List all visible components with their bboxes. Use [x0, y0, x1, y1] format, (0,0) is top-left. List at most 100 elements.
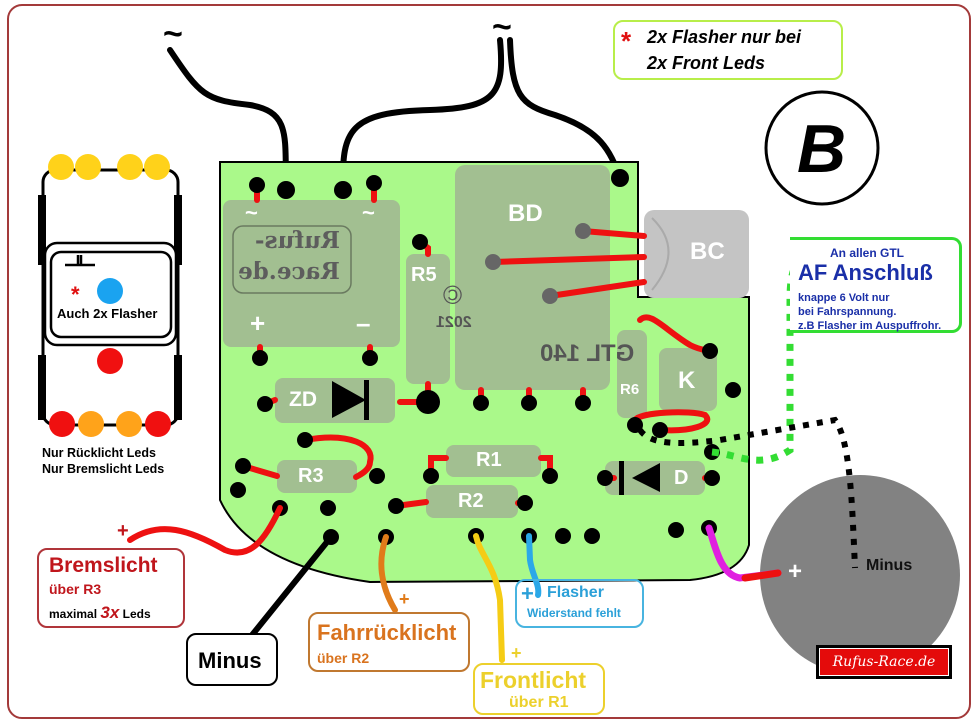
af-desc3: z.B Flasher im Auspuffrohr.	[798, 320, 942, 332]
bremslicht-max-count: 3x	[100, 603, 120, 622]
fahrruecklicht-box: Fahrrücklicht über R2	[308, 612, 470, 672]
frontlicht-box: Frontlicht über R1	[473, 663, 605, 715]
copyright-icon: ©	[443, 280, 463, 310]
flasher-led	[97, 278, 123, 304]
car-flasher-star: *	[71, 282, 80, 307]
tail-led	[116, 411, 142, 437]
bremslicht-plus: +	[117, 520, 129, 542]
ac-wire-right-b	[507, 37, 623, 181]
af-line1: An allen GTL	[830, 246, 905, 260]
badge-circle	[764, 90, 880, 206]
r6-resistor	[617, 330, 647, 418]
minus-wire	[237, 534, 334, 653]
pcb-model: GTL 140	[540, 340, 635, 367]
r2-resistor	[426, 485, 518, 518]
front-led	[48, 154, 74, 180]
bremslicht-max: maximal 3x Leds	[49, 603, 151, 622]
tail-led	[78, 411, 104, 437]
brand-logo-text: Rufus-Race.de	[832, 654, 936, 670]
car-flasher-label: Auch 2x Flasher	[57, 306, 158, 321]
frontlicht-title: Frontlicht	[480, 667, 587, 693]
fahrruecklicht-wire	[378, 534, 398, 613]
car-wheel	[38, 355, 46, 420]
bd-transistor	[455, 165, 610, 390]
af-title: AF Anschluß	[798, 260, 933, 285]
r3-label: R3	[298, 465, 324, 487]
af-connection-box: An allen GTL AF Anschluß knappe 6 Volt n…	[790, 237, 962, 333]
bremslicht-title: Bremslicht	[49, 554, 158, 577]
r1-resistor	[446, 445, 541, 477]
front-led	[117, 154, 143, 180]
frontlicht-sub: über R1	[509, 694, 569, 711]
motor	[760, 475, 960, 675]
minus-box: Minus	[186, 633, 278, 686]
motor-plus: +	[788, 558, 803, 585]
rectifier-logo-line2: Race.de	[238, 258, 340, 285]
frontlicht-plus: +	[511, 643, 522, 663]
front-led	[144, 154, 170, 180]
solder-pads	[230, 169, 741, 545]
rectifier	[223, 200, 400, 347]
bremslicht-box: Bremslicht über R3 maximal 3x Leds	[37, 548, 185, 628]
r3-resistor	[277, 460, 357, 493]
bremslicht-wire	[127, 505, 283, 556]
rectifier-plus: +	[250, 308, 266, 338]
ac-symbol-right: ~	[492, 8, 512, 46]
car-wheel	[174, 355, 182, 420]
bc-outline	[651, 217, 670, 291]
pcb-year: 2021	[436, 314, 472, 331]
motor-plus-wire	[705, 524, 782, 582]
af-desc1: knappe 6 Volt nur	[798, 292, 890, 304]
r2-label: R2	[458, 490, 484, 512]
minus-label: Minus	[198, 648, 262, 673]
ac-wire-left	[167, 47, 289, 188]
fahrruecklicht-sub: über R2	[317, 650, 370, 666]
zener-symbol-icon	[332, 381, 366, 418]
car-caption-2: Nur Bremslicht Leds	[42, 462, 165, 476]
af-desc2: bei Fahrspannung.	[798, 306, 897, 318]
car-wheel	[174, 195, 182, 265]
bc-transistor	[644, 210, 749, 298]
rectifier-logo-frame	[232, 225, 352, 294]
brand-logo: Rufus-Race.de	[816, 645, 952, 679]
ac-symbol-left: ~	[163, 15, 183, 53]
brake-led	[49, 411, 75, 437]
ac-wire-right-a	[339, 37, 505, 188]
note-line2: 2x Front Leds	[647, 53, 766, 73]
car-diagram	[38, 154, 182, 437]
frontlicht-wire	[473, 533, 505, 663]
r1-label: R1	[476, 449, 502, 471]
flasher-note: * 2x Flasher nur bei 2x Front Leds	[613, 20, 843, 80]
motor-minus-wire	[637, 416, 858, 569]
ground-symbol-icon	[65, 255, 95, 267]
outer-frame	[7, 4, 971, 719]
rectifier-ac-right: ~	[362, 200, 375, 225]
bc-label: BC	[690, 238, 725, 265]
zd-label: ZD	[289, 388, 317, 411]
flasher-plus: +	[521, 581, 534, 606]
note-line1: 2x Flasher nur bei	[647, 27, 802, 47]
flasher-title: Flasher	[547, 584, 604, 601]
k-label: K	[678, 367, 696, 394]
r5-resistor	[406, 254, 450, 384]
k-capacitor	[659, 348, 717, 411]
rear-center-led	[97, 348, 123, 374]
badge-letter: B	[797, 111, 847, 187]
rectifier-logo-line1: Rufus-	[255, 227, 340, 254]
car-wheel	[38, 195, 46, 265]
rectifier-ac-left: ~	[245, 200, 258, 225]
brake-led	[145, 411, 171, 437]
rectifier-minus: –	[356, 308, 371, 338]
diode-symbol-icon	[632, 463, 660, 492]
ac-input-wires	[167, 37, 623, 188]
motor-minus: Minus	[866, 557, 913, 574]
fahrruecklicht-title: Fahrrücklicht	[317, 620, 457, 645]
flasher-box: + Flasher Widerstand fehlt	[515, 579, 644, 628]
bd-label: BD	[508, 200, 543, 227]
front-led	[75, 154, 101, 180]
car-caption-1: Nur Rücklicht Leds	[42, 446, 156, 460]
flasher-sub: Widerstand fehlt	[527, 606, 621, 620]
note-star: *	[621, 26, 632, 56]
flasher-wire	[526, 533, 542, 598]
